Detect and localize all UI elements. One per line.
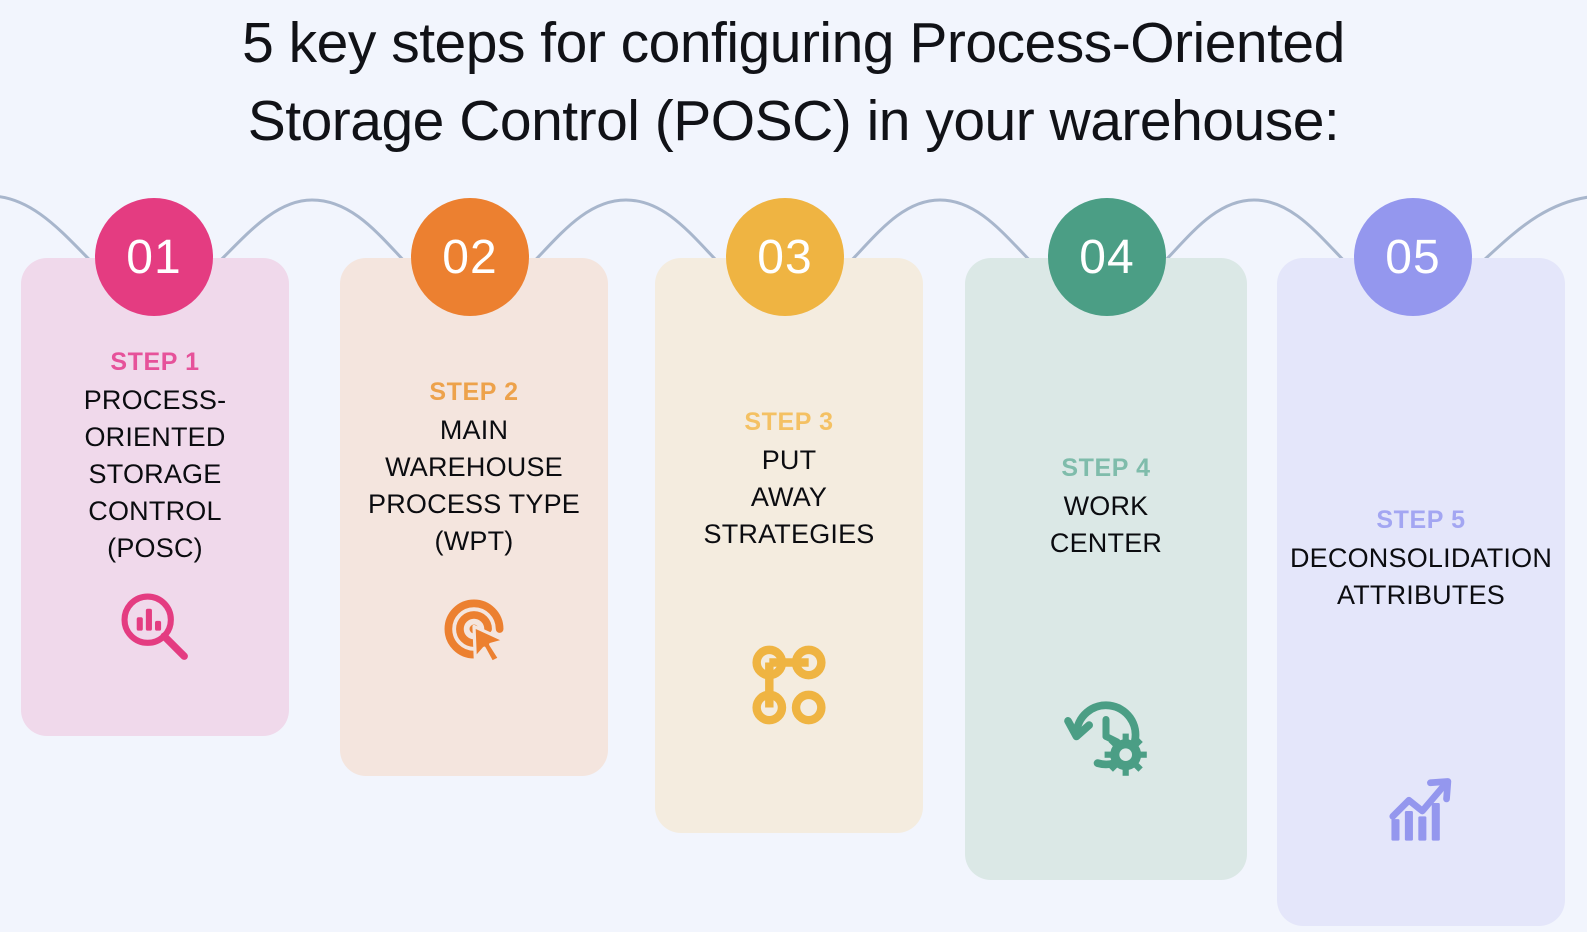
step-icon-1 — [21, 588, 289, 666]
step-number-5: 05 — [1385, 230, 1441, 284]
node-network-icon — [752, 645, 826, 725]
step-icon-4 — [965, 690, 1247, 780]
step-label-3: STEP 3 — [744, 408, 834, 436]
step-badge-5[interactable]: 05 — [1354, 198, 1472, 316]
step-title-4: WORK CENTER — [1049, 491, 1163, 558]
step-card-2[interactable]: STEP 2 MAIN WAREHOUSE PROCESS TYPE (WPT) — [340, 258, 608, 776]
step-number-1: 01 — [126, 230, 182, 284]
step-card-1[interactable]: STEP 1 PROCESS- ORIENTED STORAGE CONTROL… — [21, 258, 289, 736]
step-icon-2 — [340, 588, 608, 670]
step-label-1: STEP 1 — [110, 348, 200, 376]
step-badge-1[interactable]: 01 — [95, 198, 213, 316]
step-number-3: 03 — [757, 230, 813, 284]
step-icon-5 — [1277, 768, 1565, 854]
step-title-1: PROCESS- ORIENTED STORAGE CONTROL (POSC) — [83, 385, 227, 563]
step-icon-3 — [655, 640, 923, 730]
page-title: 5 key steps for configuring Process-Orie… — [242, 11, 1345, 153]
step-card-3[interactable]: STEP 3 PUT AWAY STRATEGIES — [655, 258, 923, 833]
step-number-2: 02 — [442, 230, 498, 284]
target-cursor-click-icon — [444, 599, 507, 664]
magnifier-bar-chart-icon — [121, 593, 188, 660]
step-badge-3[interactable]: 03 — [726, 198, 844, 316]
step-card-4[interactable]: STEP 4 WORK CENTER — [965, 258, 1247, 880]
step-label-4: STEP 4 — [1061, 454, 1151, 482]
step-card-5[interactable]: STEP 5 DECONSOLIDATION ATTRIBUTES — [1277, 258, 1565, 926]
step-number-4: 04 — [1079, 230, 1135, 284]
step-label-2: STEP 2 — [429, 378, 519, 406]
step-label-5: STEP 5 — [1376, 506, 1466, 534]
growth-bar-chart-icon — [1389, 778, 1452, 841]
step-title-2: MAIN WAREHOUSE PROCESS TYPE (WPT) — [368, 415, 580, 556]
step-badge-2[interactable]: 02 — [411, 198, 529, 316]
step-title-5: DECONSOLIDATION ATTRIBUTES — [1289, 543, 1553, 610]
clock-history-gear-icon — [1064, 701, 1147, 776]
step-title-3: PUT AWAY STRATEGIES — [703, 445, 875, 549]
step-badge-4[interactable]: 04 — [1048, 198, 1166, 316]
